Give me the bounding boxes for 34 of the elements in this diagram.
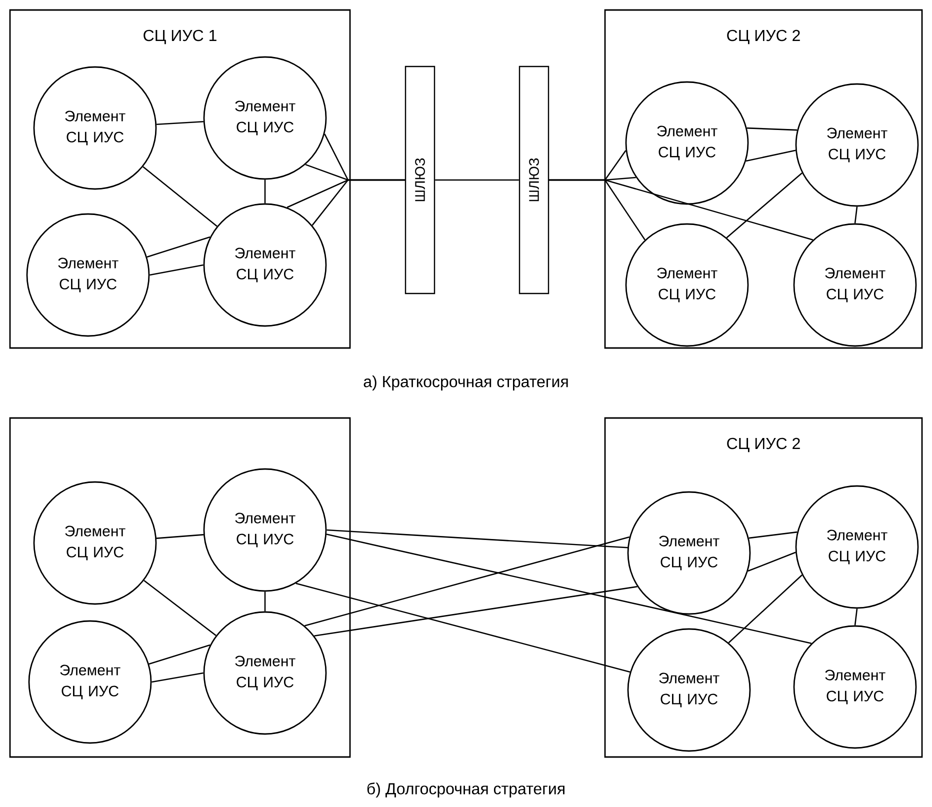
connector-line <box>435 179 519 181</box>
connector-line <box>150 264 204 276</box>
connector-line <box>549 179 814 240</box>
connector-line <box>854 206 858 224</box>
connector-line <box>144 580 216 636</box>
gateway-box: ШЛЮЗ <box>404 66 436 294</box>
connector-line <box>854 608 858 626</box>
group-title: СЦ ИУС 2 <box>727 30 800 44</box>
connector-line <box>146 236 210 258</box>
connector-line <box>264 180 266 204</box>
connector-line <box>156 120 204 126</box>
gateway-box: ШЛЮЗ <box>518 66 550 294</box>
connector-line <box>326 534 812 644</box>
figure-caption: а) Краткосрочная стратегия <box>364 376 568 390</box>
figure-caption: б) Долгосрочная стратегия <box>367 782 564 798</box>
connector-line <box>746 150 796 162</box>
connector-line <box>314 586 638 637</box>
connector-line <box>296 582 630 673</box>
connector-line <box>142 166 218 227</box>
connector-line <box>748 552 796 572</box>
connector-line <box>746 127 798 131</box>
connector-line <box>728 574 802 644</box>
connector-line <box>326 529 628 548</box>
connector-line <box>304 536 630 626</box>
connector-line <box>726 172 802 238</box>
connector-line <box>156 534 204 539</box>
group-title: СЦ ИУС 2 <box>727 438 800 452</box>
group-title: СЦ ИУС 1 <box>144 30 216 44</box>
connector-line <box>152 672 204 683</box>
group-frame <box>9 417 351 758</box>
connector-line <box>264 592 266 612</box>
connector-line <box>148 644 210 665</box>
connector-line <box>748 531 798 539</box>
connector-line <box>312 179 405 226</box>
